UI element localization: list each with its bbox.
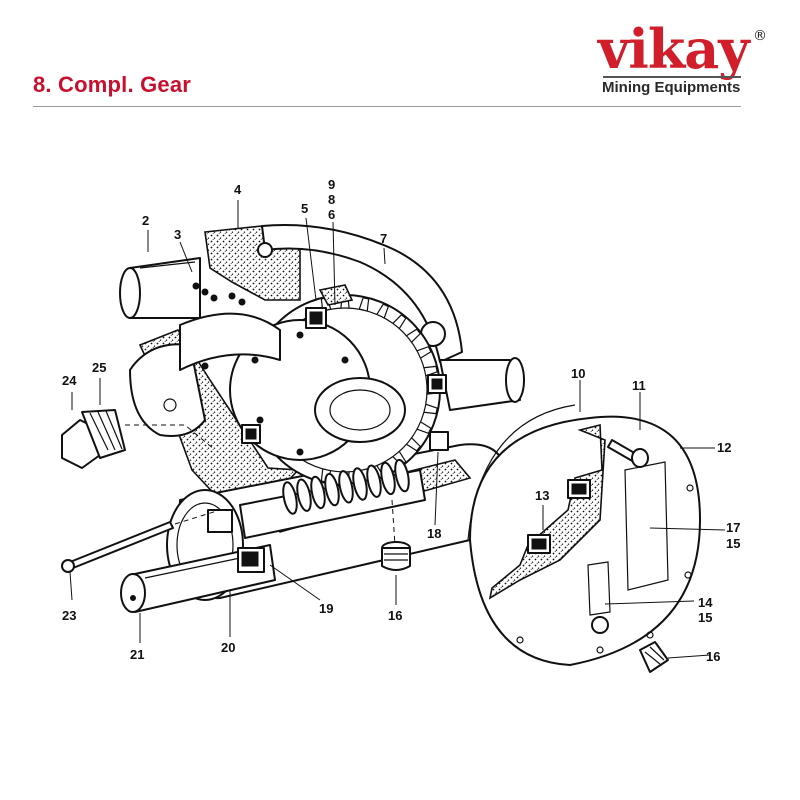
bolt-23-head [61, 559, 75, 573]
gear-tooth [416, 345, 432, 359]
bearing-block-lower [429, 431, 449, 451]
callout-15-lower: 15 [698, 610, 712, 625]
gear-tooth [423, 403, 438, 415]
hub-bore-boss [314, 377, 406, 443]
callout-21: 21 [130, 647, 144, 662]
output-shaft-end [119, 267, 141, 319]
input-shaft-center-hole [130, 595, 136, 601]
housing-bolt-hole-2 [257, 242, 273, 258]
callout-labels: 2 3 4 5 9 8 6 7 24 25 10 11 12 13 17 15 … [62, 177, 740, 664]
logo-tagline: Mining Equipments [602, 79, 741, 96]
gear-tooth [423, 365, 438, 377]
flange-hole [163, 398, 177, 412]
callout-8: 8 [328, 192, 335, 207]
gear-tooth [406, 437, 422, 452]
cover-small-plate [587, 561, 611, 616]
callout-11: 11 [632, 378, 646, 393]
callout-12: 12 [717, 440, 731, 455]
filler-plug [61, 409, 216, 469]
worm-thread [324, 472, 340, 507]
drain-plug-right [639, 641, 669, 673]
callout-19: 19 [319, 601, 333, 616]
cover-gasket-arc [467, 404, 576, 541]
worm-thread [352, 467, 368, 501]
worm-thread [310, 475, 326, 510]
worm-thread [366, 464, 382, 498]
worm-thread [394, 458, 410, 493]
bolt-23-shank [69, 521, 174, 569]
worm-thread [380, 461, 396, 496]
callout-3: 3 [174, 227, 181, 242]
output-shaft [119, 257, 525, 411]
hub-bore [329, 389, 391, 431]
callout-17: 17 [726, 520, 740, 535]
drain-plug-center [381, 499, 411, 571]
callout-16-right: 16 [706, 649, 720, 664]
callout-10: 10 [571, 366, 585, 381]
hub-shaft [179, 312, 281, 371]
seal-section-8 [318, 284, 354, 306]
leader-lines [69, 200, 726, 659]
callout-25: 25 [92, 360, 106, 375]
gear-tooth [406, 328, 422, 343]
worm-wheel [179, 284, 449, 486]
plug-dash-line [125, 424, 216, 451]
callout-20: 20 [221, 640, 235, 655]
callout-15-upper: 15 [726, 536, 740, 551]
shaft-keyway [139, 261, 196, 269]
side-cover [467, 404, 701, 673]
cover-section [488, 423, 606, 600]
callout-6: 6 [328, 207, 335, 222]
cover-nameplate-area [624, 461, 669, 591]
worm-thread [282, 481, 298, 515]
output-shaft-right-end [505, 357, 525, 403]
worm-thread [338, 470, 354, 504]
page-title: 8. Compl. Gear [33, 72, 192, 97]
callout-16-center: 16 [388, 608, 402, 623]
plug-thread [81, 409, 126, 459]
input-shaft [120, 509, 276, 613]
worm-thread [296, 478, 312, 512]
page-header: 8. Compl. Gear vikay ® Mining Equipments [0, 0, 800, 110]
gear-tooth [376, 303, 390, 319]
vikay-logo: vikay [598, 17, 750, 81]
callout-7: 7 [380, 231, 387, 246]
gear-tooth [416, 421, 432, 435]
registered-mark: ® [753, 28, 767, 44]
cover-plate [469, 415, 701, 666]
upper-housing-shell [261, 224, 463, 363]
callout-9: 9 [328, 177, 335, 192]
callout-18: 18 [427, 526, 441, 541]
callout-24: 24 [62, 373, 77, 388]
input-shaft-keyway [144, 557, 241, 579]
callout-4: 4 [234, 182, 242, 197]
gear-tooth [392, 313, 407, 329]
callout-5: 5 [301, 201, 308, 216]
cover-drain-hole [591, 616, 609, 634]
callout-13: 13 [535, 488, 549, 503]
input-shaft-end [120, 573, 146, 613]
callout-2: 2 [142, 213, 149, 228]
worm-screw [239, 458, 426, 539]
gear-tooth [358, 297, 370, 312]
worm-bearing-top [207, 509, 233, 533]
callout-23: 23 [62, 608, 76, 623]
callout-14: 14 [698, 595, 713, 610]
worm-threads [282, 458, 410, 515]
logo-underline [603, 76, 741, 78]
bolt-23 [61, 509, 221, 573]
header-divider [33, 106, 741, 107]
